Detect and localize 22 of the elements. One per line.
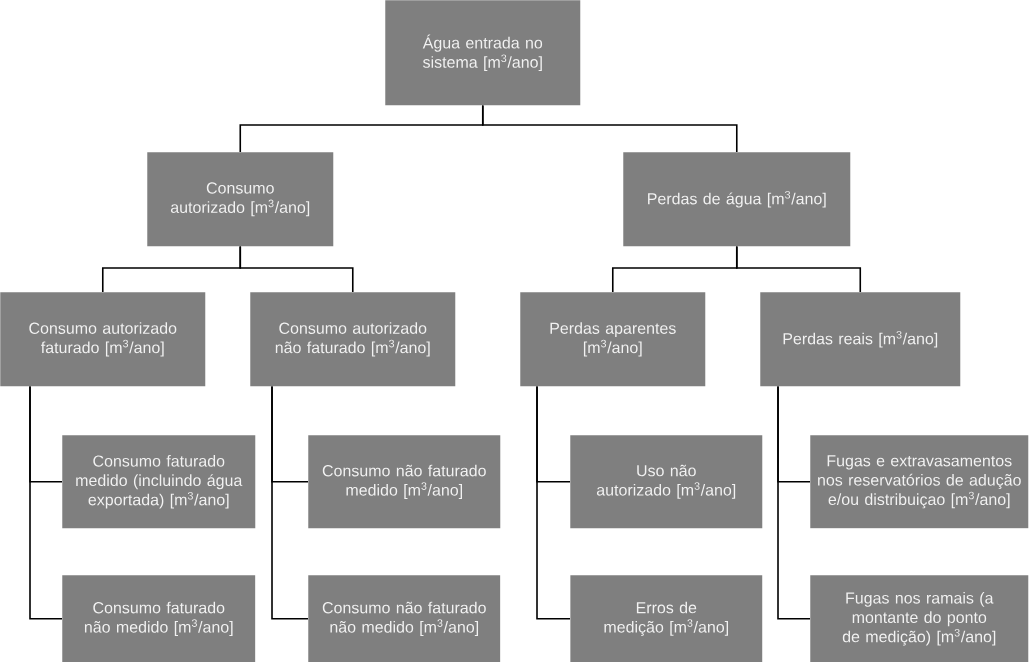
process-box: Perdas de água [m$^{3}$/ano]	[623, 152, 851, 247]
process-box: Perdas reais [m$^{3}$/ano]	[760, 292, 961, 387]
process-box: Erros de medição [m$^{3}$/ano]	[570, 575, 763, 662]
process-box: Fugas nos ramais (a montante do ponto de medição) [m$^{3}$/ano]	[810, 575, 1029, 662]
process-box: Consumo não faturado não medido [m$^{3}$/ano]	[308, 575, 501, 662]
connector-line	[777, 385, 811, 620]
connector-line	[29, 385, 63, 620]
process-box: Perdas aparentes [m$^{3}$/ano]	[520, 292, 706, 387]
connector-line	[481, 104, 738, 153]
connector-line	[239, 245, 354, 293]
process-box: Fugas e extravasamentos nos reservatórios de adução e/ou distribuiçao [m$^{3}$/ano]	[810, 435, 1029, 529]
process-box: Água entrada no sistema [m$^{3}$/ano]	[385, 0, 581, 106]
process-box: Consumo autorizado não faturado [m$^{3}$/ano]	[250, 292, 456, 387]
process-box: Uso não autorizado [m$^{3}$/ano]	[570, 435, 763, 529]
process-box: Consumo não faturado medido [m$^{3}$/ano]	[308, 435, 501, 529]
process-box: Consumo faturado não medido [m$^{3}$/ano]	[62, 575, 256, 662]
process-box: Consumo autorizado [m$^{3}$/ano]	[147, 152, 334, 247]
process-box: Consumo autorizado faturado [m$^{3}$/ano]	[0, 292, 206, 387]
connector-line	[271, 385, 309, 620]
connector-line	[536, 385, 571, 620]
connector-line	[735, 245, 862, 293]
process-box: Consumo faturado medido (incluindo água exportada) [m$^{3}$/ano]	[62, 435, 256, 529]
